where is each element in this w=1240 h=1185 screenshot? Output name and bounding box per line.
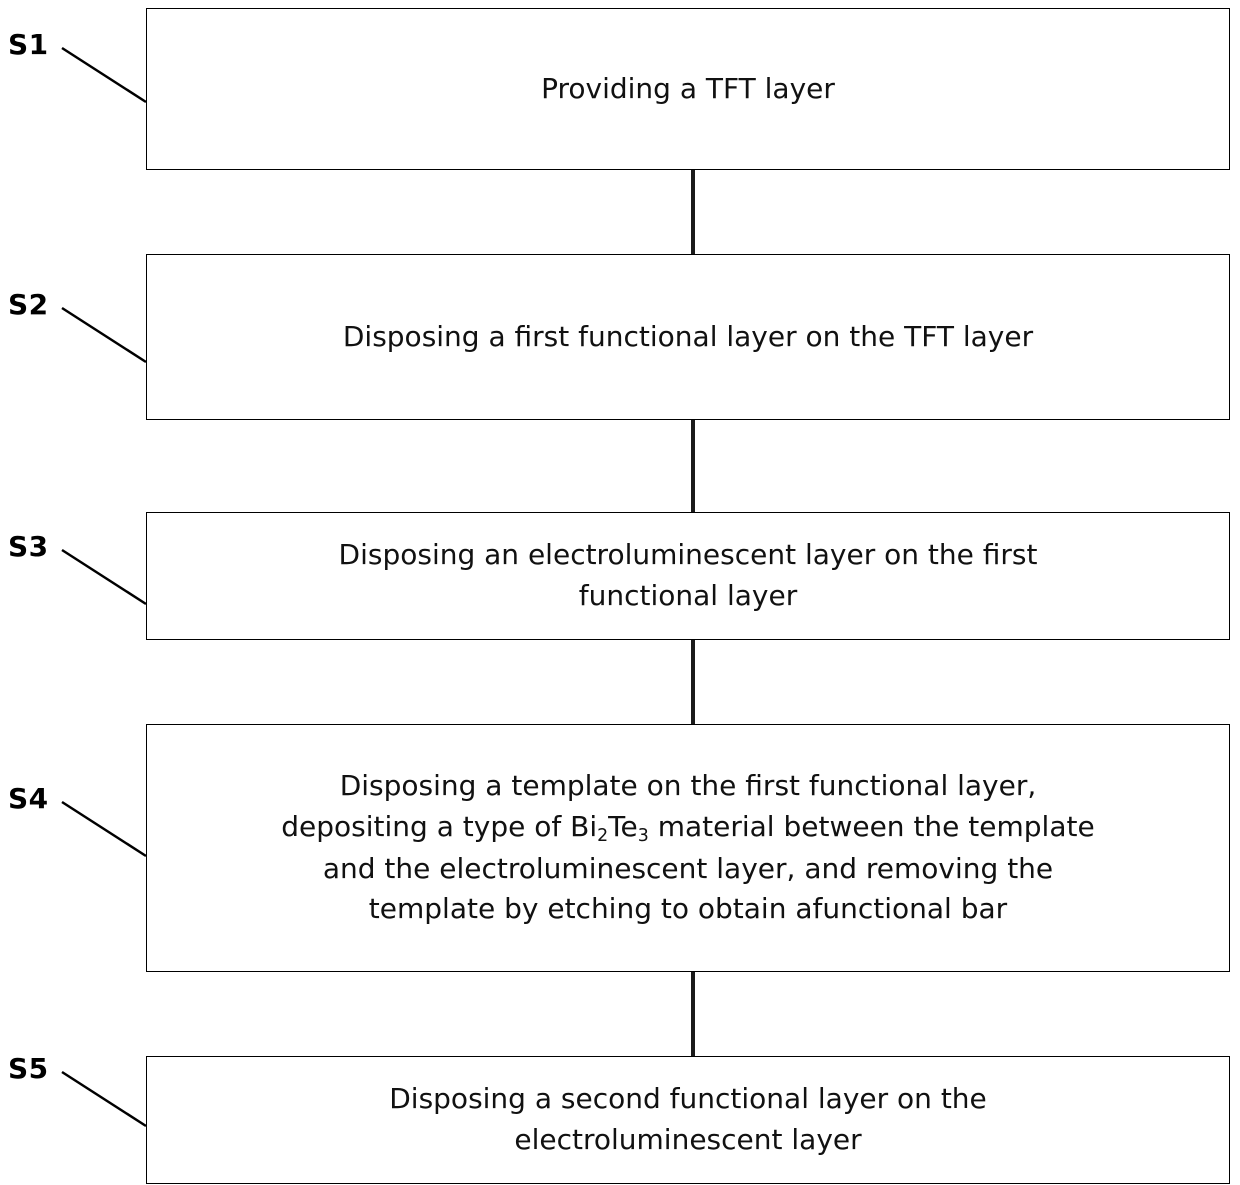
step-box-s5: Disposing a second functional layer on t… (146, 1056, 1230, 1184)
step-label-s2: S2 (8, 288, 49, 321)
connector-s2-s3 (691, 420, 695, 512)
connector-s1-s2 (691, 170, 695, 254)
step-label-s1: S1 (8, 28, 49, 61)
step-text-s2: Disposing a first functional layer on th… (342, 319, 1034, 353)
step-box-s2: Disposing a first functional layer on th… (146, 254, 1230, 420)
step-box-s1: Providing a TFT layer (146, 8, 1230, 170)
connector-s3-s4 (691, 640, 695, 724)
step-box-s3: Disposing an electroluminescent layer on… (146, 512, 1230, 640)
leader-line-s1 (61, 46, 147, 104)
step-text-s3: Disposing an electroluminescent layer on… (338, 538, 1038, 612)
step-label-s4: S4 (8, 782, 49, 815)
leader-line-s3 (61, 548, 147, 606)
step-box-s4: Disposing a template on the first functi… (146, 724, 1230, 972)
leader-line-s5 (61, 1070, 147, 1128)
step-text-s1: Providing a TFT layer (541, 71, 835, 105)
step-text-s4: Disposing a template on the first functi… (281, 769, 1095, 926)
step-text-s5: Disposing a second functional layer on t… (389, 1082, 987, 1156)
leader-line-s2 (61, 306, 147, 364)
step-label-s3: S3 (8, 530, 49, 563)
step-label-s5: S5 (8, 1052, 49, 1085)
connector-s4-s5 (691, 972, 695, 1056)
leader-line-s4 (61, 800, 147, 858)
